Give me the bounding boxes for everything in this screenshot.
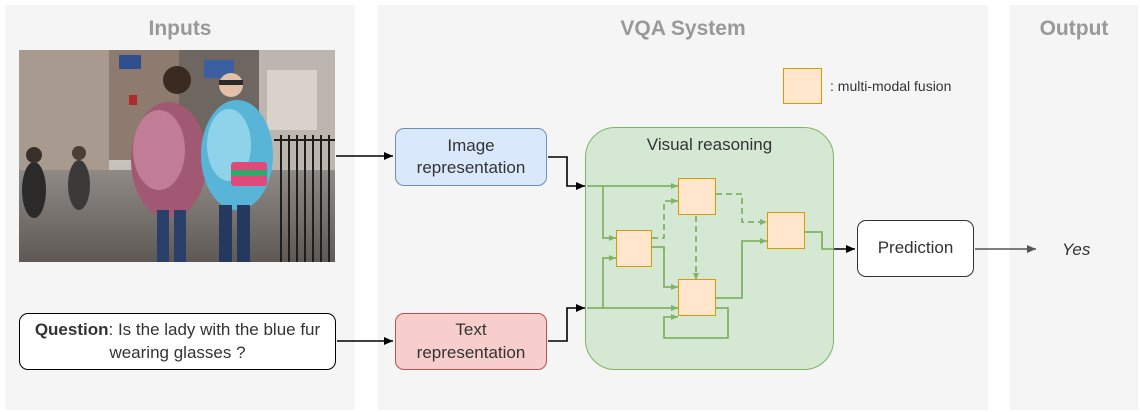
fusion-node-bottom — [678, 279, 716, 316]
arrow-text-rep-to-reasoning — [548, 304, 585, 342]
question-label: Question — [34, 320, 109, 340]
legend-label: : multi-modal fusion — [830, 78, 952, 94]
fusion-node-left — [616, 230, 652, 267]
fusion-node-right — [767, 212, 805, 249]
visual-reasoning-label: Visual reasoning — [646, 135, 773, 154]
legend-fusion-swatch — [783, 68, 822, 104]
vqa-system-title: VQA System — [620, 17, 746, 40]
question-text: Question: Is the lady with the blue fur … — [32, 319, 323, 363]
image-representation-box: Image representation — [395, 128, 547, 186]
fusion-node-top — [678, 178, 716, 215]
output-title: Output — [1039, 17, 1109, 40]
answer-text: Yes — [1062, 240, 1091, 259]
input-photo — [19, 50, 335, 262]
question-body: : Is the lady with the blue fur wearing … — [108, 320, 321, 362]
question-box: Question: Is the lady with the blue fur … — [19, 313, 336, 370]
prediction-box: Prediction — [857, 220, 974, 277]
text-representation-box: Text representation — [395, 313, 547, 370]
inputs-title: Inputs — [148, 17, 212, 40]
street-scene-image — [19, 50, 335, 262]
arrow-image-rep-to-reasoning — [548, 156, 585, 190]
output-panel: Output — [1010, 5, 1138, 410]
